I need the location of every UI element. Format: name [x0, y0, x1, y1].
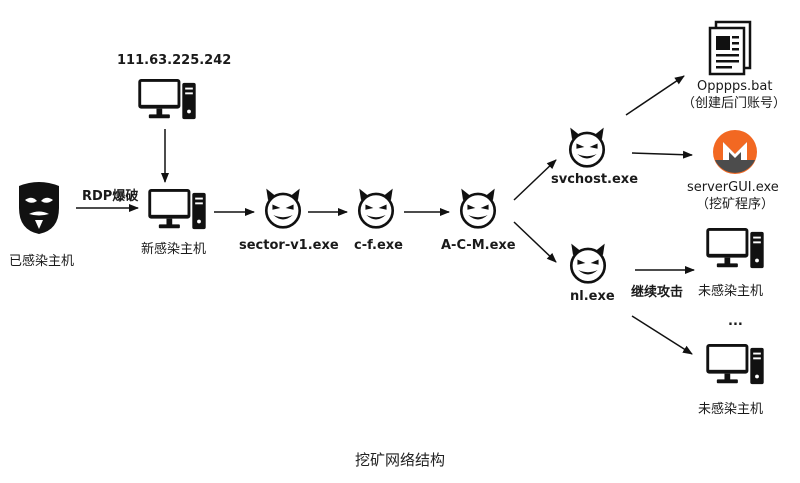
desktop-computer-icon — [148, 189, 206, 230]
anonymous-mask-icon — [19, 182, 59, 234]
nl-label: nl.exe — [570, 289, 615, 304]
rdp-bruteforce-label: RDP爆破 — [82, 189, 139, 204]
target2-label: 未感染主机 — [698, 402, 764, 417]
acm-label: A-C-M.exe — [441, 238, 516, 253]
servergui-sublabel: （挖矿程序） — [696, 197, 775, 212]
diagram-edges — [76, 75, 695, 355]
target1-label: 未感染主机 — [698, 284, 764, 299]
desktop-computer-icon — [138, 79, 196, 120]
figure-caption: 挖矿网络结构 — [354, 451, 445, 469]
infected-host-label: 已感染主机 — [9, 254, 75, 269]
desktop-computer-icon — [706, 344, 764, 385]
edge-nl-to-target2 — [631, 315, 693, 355]
svchost-label: svchost.exe — [551, 172, 639, 187]
devil-face-icon — [569, 242, 607, 284]
edge-acm-to-svchost — [513, 159, 557, 201]
edge-svchost-to-servergui — [631, 150, 693, 159]
sector-label: sector-v1.exe — [239, 238, 339, 253]
opppps-sublabel: （创建后门账号） — [682, 96, 787, 111]
devil-face-icon — [357, 187, 395, 229]
cf-label: c-f.exe — [354, 238, 404, 253]
new-host-label: 新感染主机 — [141, 242, 207, 257]
opppps-label: Opppps.bat — [697, 79, 773, 94]
devil-face-icon — [568, 126, 606, 168]
monero-logo-icon — [713, 130, 757, 174]
desktop-computer-icon — [706, 228, 764, 269]
servergui-label: serverGUI.exe — [687, 180, 779, 195]
ip-address-label: 111.63.225.242 — [117, 53, 232, 68]
edge-svchost-to-opppps — [625, 75, 685, 116]
continue-attack-label: 继续攻击 — [631, 285, 684, 300]
edge-acm-to-nl — [513, 221, 557, 263]
devil-face-icon — [459, 187, 497, 229]
ellipsis-label: ... — [728, 314, 743, 329]
devil-face-icon — [264, 187, 302, 229]
document-icon — [708, 20, 752, 76]
